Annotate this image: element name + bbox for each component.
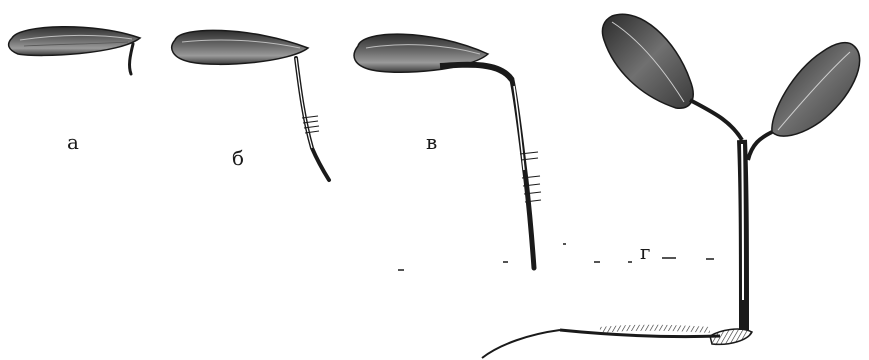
stage-label-a: а [67,132,79,152]
seed-stage-a [9,27,140,74]
stage-label-c: в [426,132,437,152]
stage-label-d: г [640,242,650,262]
seed-stage-c [354,34,541,268]
soil-line [398,244,714,270]
seedling-stage-d [482,14,860,358]
seed-stage-b [172,30,329,180]
stage-label-b: б [232,148,244,168]
